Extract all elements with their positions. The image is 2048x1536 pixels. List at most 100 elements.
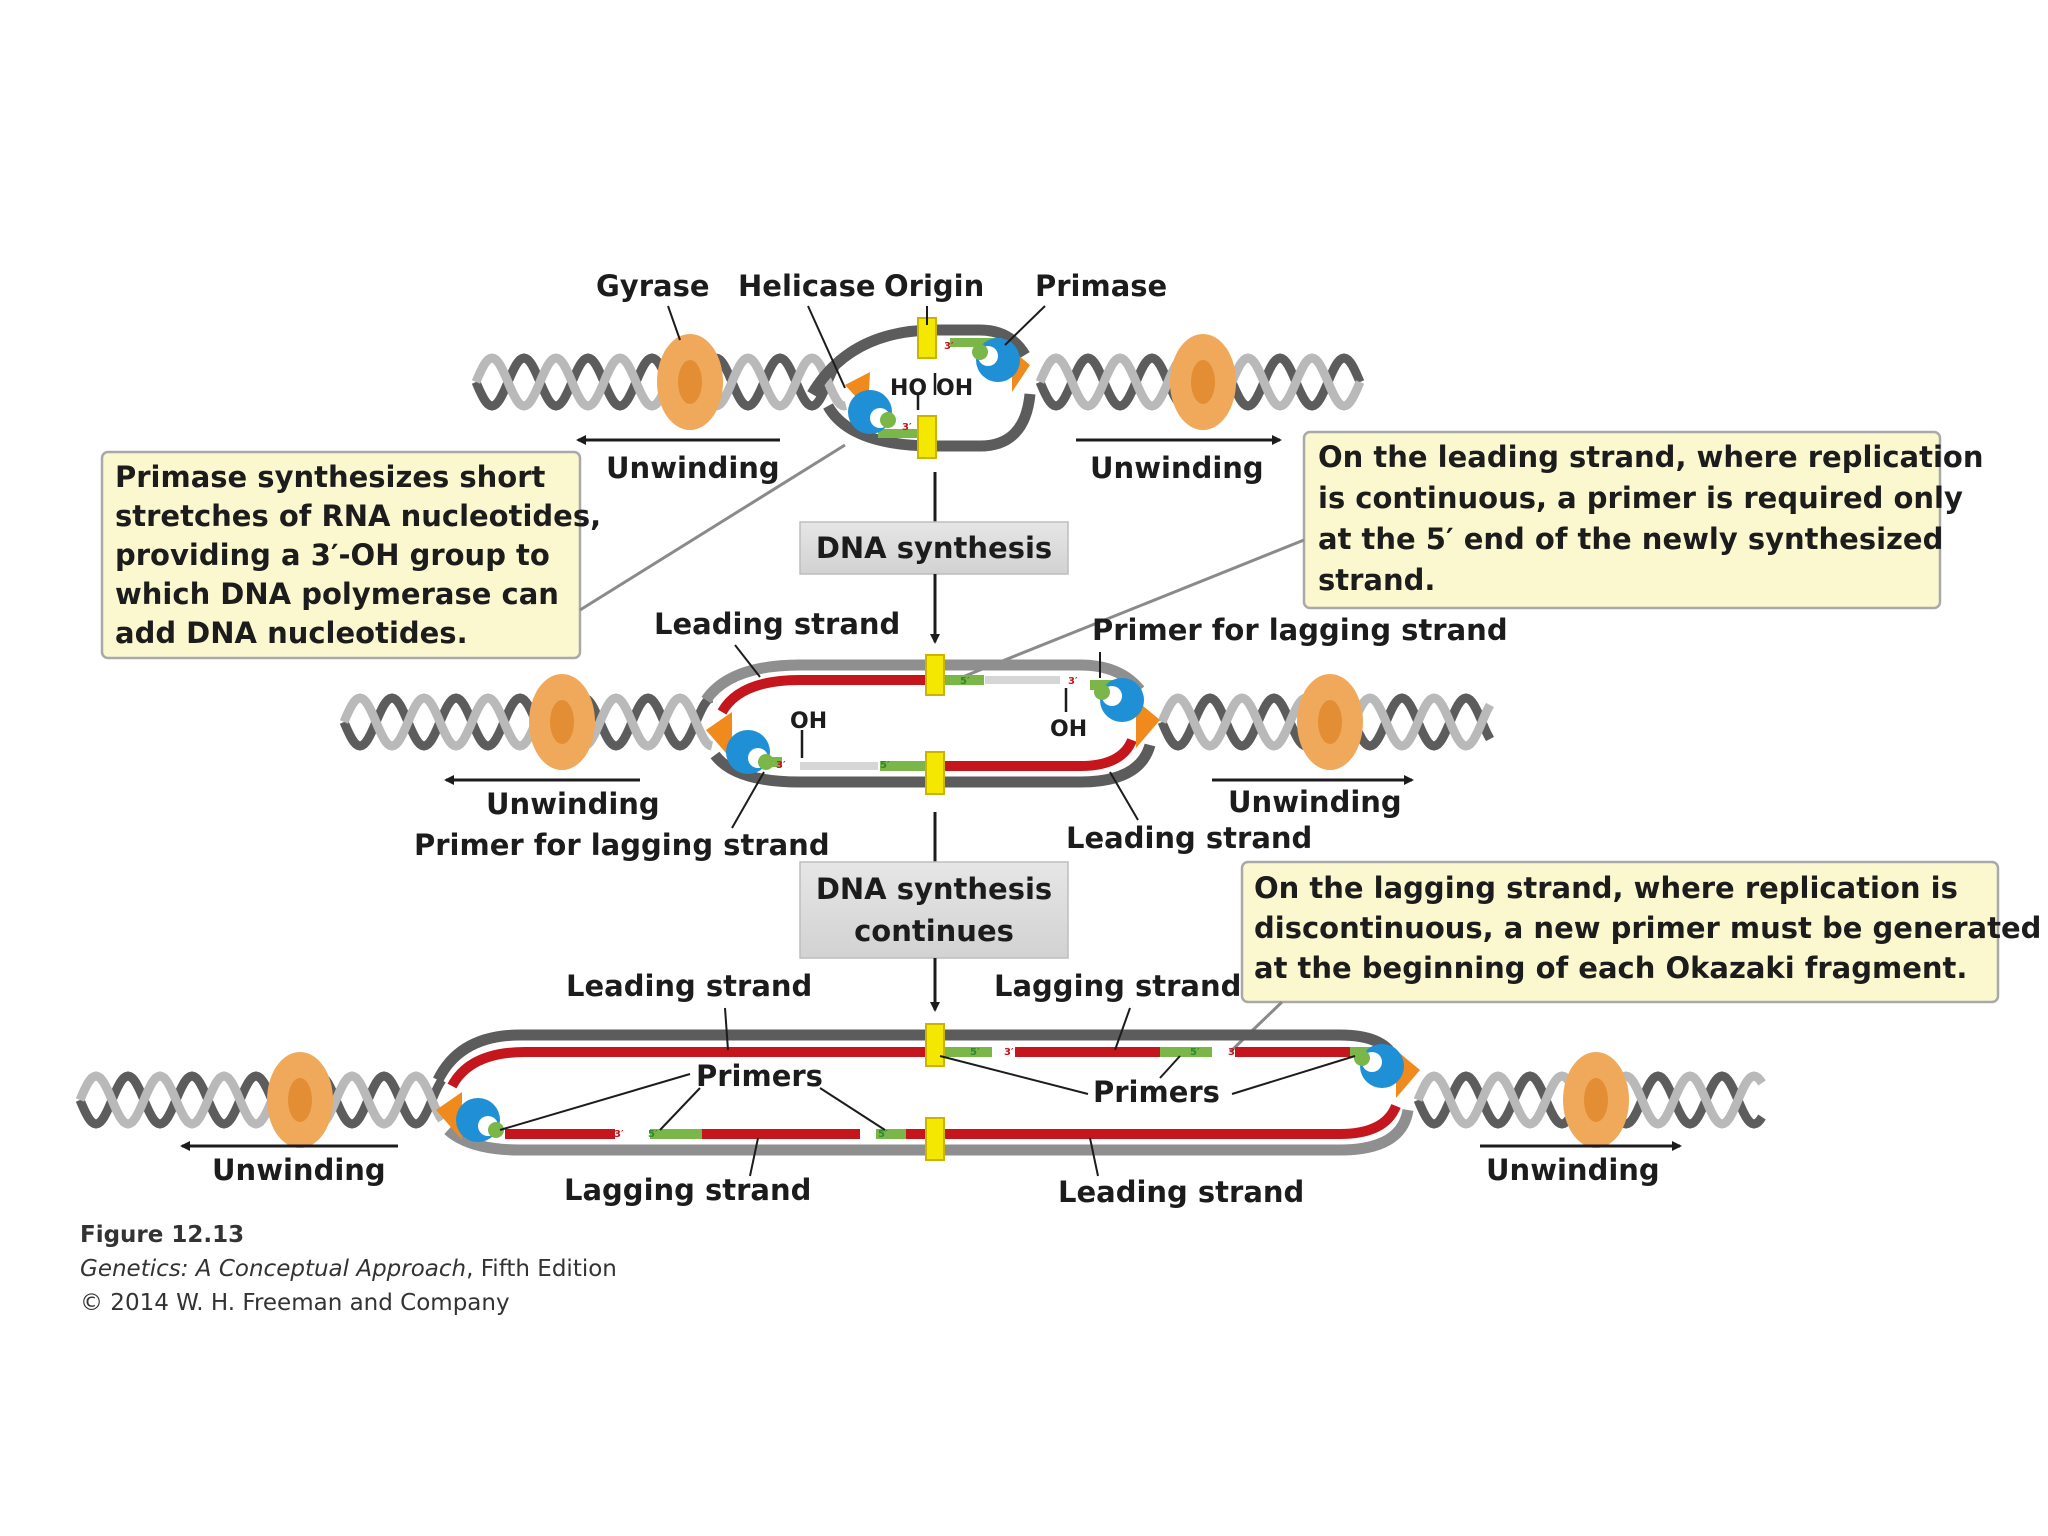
figure-caption: Figure 12.13 Genetics: A Conceptual Appr… [80, 1222, 617, 1316]
primase-right [972, 338, 1020, 382]
bubble-2-new-bottom-leading [935, 737, 1137, 771]
bubble-3-template-top [433, 1029, 1401, 1083]
callout-leading-line-4: strand. [1318, 563, 1435, 597]
unwinding-label-3-right: Unwinding [1486, 1153, 1660, 1187]
primase-3-left [456, 1098, 504, 1142]
mid-leading-bottom-leader [1109, 771, 1139, 821]
bot-leading-strand-top: Leading strand [566, 969, 812, 1003]
mid-leading-strand-bottom: Leading strand [1066, 821, 1312, 855]
gyrase-2-left-hole [550, 700, 574, 744]
unwinding-label-1-right: Unwinding [1090, 451, 1264, 485]
bot-primers-right-leader-2 [1159, 1055, 1181, 1079]
mark-3prime-f: 3′ [1228, 1047, 1238, 1058]
stage-1-replication-bubble: HO OH Gyrase Helicase Origin Primase [576, 269, 1282, 485]
mark-5prime-a: 5′ [960, 676, 970, 687]
gyrase-3-left-hole [288, 1078, 312, 1122]
bubble-3-leading-bottom [890, 1103, 1401, 1139]
mark-5prime-d: 5′ [1190, 1047, 1200, 1058]
origin-label: Origin [884, 269, 984, 303]
gyrase-left-hole [678, 360, 702, 404]
helix-3-left [75, 1071, 446, 1129]
bubble-2-primer-bottom [880, 761, 932, 771]
helix-3-left-strand-1 [75, 1071, 446, 1129]
primer-1-top [950, 338, 1002, 347]
bubble-3-template-bottom [444, 1108, 1414, 1156]
bot-primers-right-leader-1 [939, 1055, 1089, 1095]
bot-lagging-strand-top: Lagging strand [994, 969, 1241, 1003]
unwinding-label-2-left: Unwinding [486, 787, 660, 821]
bot-primers-left-leader-2 [659, 1087, 701, 1131]
mark-5prime-b: 5′ [880, 760, 890, 771]
helicase-3-left [436, 1092, 462, 1140]
gyrase-right-hole [1191, 360, 1215, 404]
mark-5prime-e: 5′ [648, 1129, 658, 1140]
origin-2-top [925, 654, 945, 696]
end-marks: 3′ 3′ 5′ 3′ 5′ 3′ 5′ 3′ 5′ 3′ 3′ 5′ 3′ 5… [614, 341, 1238, 1140]
mid-primer-left-leader [731, 771, 765, 829]
stage-3-replication-bubble: Leading strand Lagging strand Primers Pr… [180, 969, 1682, 1209]
bubble-3-primer-top-origin [940, 1047, 992, 1057]
book-citation: Genetics: A Conceptual Approach, Fifth E… [80, 1256, 617, 1282]
step-dna-synthesis: DNA synthesis [799, 472, 1069, 644]
mark-3prime-h: 3′ [846, 1129, 856, 1140]
callout-leading-line-3: at the 5′ end of the newly synthesized [1318, 522, 1943, 556]
mid-leading-top-leader [734, 644, 761, 678]
bubble-3-primer-bottom-origin [876, 1129, 906, 1139]
primase-label: Primase [1035, 269, 1167, 303]
callout-lagging: On the lagging strand, where replication… [1228, 860, 2041, 1054]
book-edition: , Fifth Edition [466, 1256, 617, 1282]
origin-marker-bottom [917, 415, 937, 459]
mark-5prime-c: 5′ [970, 1047, 980, 1058]
helix-2-left-strand-1 [339, 693, 714, 751]
callout-primase-line-1: Primase synthesizes short [115, 460, 546, 494]
primase-2-right [1094, 678, 1144, 722]
gyrase-3-right-hole [1584, 1078, 1608, 1122]
helix-layer [75, 353, 1766, 1129]
callout-lagging-line-2: discontinuous, a new primer must be gene… [1254, 911, 2041, 945]
figure-number: Figure 12.13 [80, 1222, 245, 1248]
bot-primers-right: Primers [1093, 1075, 1220, 1109]
primase-2-left [726, 730, 774, 774]
mark-5prime-f: 5′ [878, 1129, 888, 1140]
gyrase-label: Gyrase [596, 269, 710, 303]
gyrase-2-right-hole [1318, 700, 1342, 744]
bot-lagging-top-leader [1114, 1007, 1131, 1051]
mid-leading-strand-top: Leading strand [654, 607, 900, 641]
bot-primers-left-leader-1 [499, 1073, 691, 1131]
stage-2-replication-bubble: OH OH Leading strand Primer for lagging … [414, 607, 1508, 862]
callout-lagging-line-1: On the lagging strand, where replication… [1254, 871, 1958, 905]
callout-primase-line-5: add DNA nucleotides. [115, 616, 468, 650]
helicase-2-right [1136, 700, 1160, 748]
helix-3-left-strand-2 [75, 1071, 446, 1129]
bot-lagging-bottom-leader [749, 1137, 759, 1177]
copyright: © 2014 W. H. Freeman and Company [80, 1290, 510, 1316]
mark-3prime-b: 3′ [902, 422, 912, 433]
bot-primers-left-leader-3 [819, 1087, 886, 1131]
primer-1-bottom [878, 429, 928, 438]
mark-3prime-d: 3′ [776, 760, 786, 771]
unwinding-label-3-left: Unwinding [212, 1153, 386, 1187]
bubble-2-new-top-leading [717, 675, 930, 715]
mid-primer-lagging-right: Primer for lagging strand [1092, 613, 1508, 647]
origin-3-bottom [925, 1117, 945, 1161]
bubble-3-primer-bottom-mid [650, 1129, 702, 1139]
step-2-label-line-1: DNA synthesis [816, 872, 1052, 906]
bubble-2-primer-top [932, 675, 984, 685]
bot-primers-left: Primers [696, 1059, 823, 1093]
callout-primase-line-4: which DNA polymerase can [115, 577, 559, 611]
unwinding-label-2-right: Unwinding [1228, 785, 1402, 819]
gyrase-leader [667, 305, 681, 341]
mark-3prime-g: 3′ [614, 1129, 624, 1140]
step-2-label-line-2: continues [854, 914, 1014, 948]
oh-2-right: OH [1050, 717, 1087, 742]
book-title: Genetics: A Conceptual Approach [80, 1256, 467, 1282]
primase-3-right [1354, 1044, 1404, 1088]
unwinding-label-1-left: Unwinding [606, 451, 780, 485]
oh-label: OH [936, 376, 973, 401]
mark-3prime-e: 3′ [1004, 1047, 1014, 1058]
mark-3prime-c: 3′ [1068, 676, 1078, 687]
primase-left [848, 390, 896, 434]
helix-2-left-strand-2 [339, 693, 714, 751]
helicase-2-left [706, 712, 732, 760]
